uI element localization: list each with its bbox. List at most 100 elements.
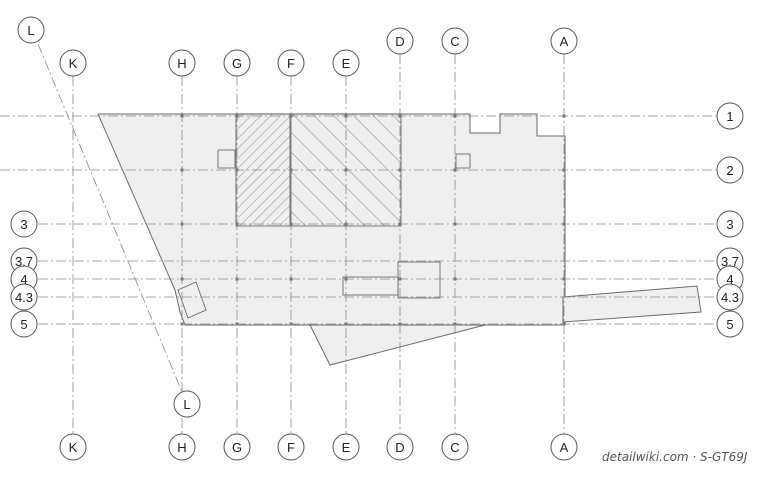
column-marker (398, 277, 402, 281)
column-marker (562, 277, 566, 281)
grid-bubble-A: A (550, 433, 578, 461)
column-marker (235, 222, 239, 226)
grid-bubble-circle (59, 49, 87, 77)
column-marker (235, 277, 239, 281)
grid-bubble-2: 2 (716, 156, 744, 184)
column-markers (180, 114, 566, 326)
column-marker (453, 277, 457, 281)
grid-bubble-circle (168, 433, 196, 461)
grid-bubble-circle (716, 283, 744, 311)
grid-bubble-label: G (232, 440, 242, 455)
grid-bubble-label: F (287, 56, 295, 71)
column-marker (180, 114, 184, 118)
grid-bubble-circle (10, 210, 38, 238)
grid-bubble-label: 5 (20, 317, 27, 332)
grid-bubble-L: L (173, 390, 201, 418)
grid-bubble-label: K (69, 440, 78, 455)
grid-bubble-label: 5 (726, 317, 733, 332)
credit-text: detailwiki.com · S-GT69J (602, 450, 748, 464)
grid-bubble-A: A (550, 27, 578, 55)
grid-bubble-label: H (177, 56, 186, 71)
grid-bubble-circle (10, 283, 38, 311)
grid-bubble-label: K (69, 56, 78, 71)
grid-bubble-circle (332, 49, 360, 77)
column-marker (289, 168, 293, 172)
grid-bubble-L: L (17, 16, 45, 44)
grid-bubble-label: 4 (726, 272, 733, 287)
grid-bubble-K: K (59, 433, 87, 461)
opening-g2 (217, 149, 236, 169)
grid-bubble-F: F (277, 49, 305, 77)
column-marker (180, 322, 184, 326)
grid-bubble-label: L (183, 397, 190, 412)
column-marker (398, 222, 402, 226)
column-marker (344, 277, 348, 281)
column-marker (562, 322, 566, 326)
column-marker (235, 114, 239, 118)
grid-bubble-label: 3 (726, 217, 733, 232)
column-marker (344, 168, 348, 172)
column-marker (562, 222, 566, 226)
column-marker (289, 222, 293, 226)
column-marker (235, 322, 239, 326)
column-marker (398, 114, 402, 118)
grid-bubble-C: C (441, 433, 469, 461)
grid-bubble-circle (550, 27, 578, 55)
grid-bubble-circle (277, 433, 305, 461)
grid-bubble-C: C (441, 27, 469, 55)
grid-bubble-circle (716, 102, 744, 130)
grid-bubble-label: E (342, 440, 351, 455)
grid-bubble-label: 3.7 (721, 254, 739, 269)
grid-bubble-label: L (27, 23, 34, 38)
column-marker (453, 114, 457, 118)
hatched-zone-fine (235, 113, 291, 227)
grid-bubble-H: H (168, 49, 196, 77)
grid-bubble-label: 3 (20, 217, 27, 232)
column-marker (453, 222, 457, 226)
core-wall (397, 261, 441, 299)
column-marker (344, 322, 348, 326)
grid-bubble-label: E (342, 56, 351, 71)
column-marker (562, 114, 566, 118)
grid-bubble-circle (386, 433, 414, 461)
grid-bubble-circle (441, 433, 469, 461)
grid-bubble-label: 1 (726, 109, 733, 124)
grid-bubble-label: 4.3 (15, 290, 33, 305)
grid-bubble-label: C (450, 440, 459, 455)
grid-bubble-D: D (386, 433, 414, 461)
grid-bubble-circle (441, 27, 469, 55)
grid-bubble-label: F (287, 440, 295, 455)
grid-bubble-label: H (177, 440, 186, 455)
grid-line-L (37, 43, 183, 393)
column-marker (180, 277, 184, 281)
grid-bubble-K: K (59, 49, 87, 77)
column-marker (235, 168, 239, 172)
east-cantilever-slab (562, 285, 702, 323)
grid-bubble-4-3: 4.3 (10, 283, 38, 311)
grid-bubble-4-3: 4.3 (716, 283, 744, 311)
grid-bubble-label: D (395, 34, 404, 49)
grid-bubble-circle (716, 310, 744, 338)
grid-bubble-1: 1 (716, 102, 744, 130)
column-marker (398, 322, 402, 326)
grid-bubble-label: 3.7 (15, 254, 33, 269)
column-marker (562, 168, 566, 172)
grid-bubble-label: D (395, 440, 404, 455)
grid-bubble-circle (223, 49, 251, 77)
grid-bubble-G: G (223, 433, 251, 461)
grid-bubble-5: 5 (716, 310, 744, 338)
column-marker (180, 168, 184, 172)
grid-bubble-label: G (232, 56, 242, 71)
column-marker (398, 168, 402, 172)
grid-bubble-F: F (277, 433, 305, 461)
column-marker (453, 322, 457, 326)
floor-slab (97, 113, 702, 366)
grid-bubble-label: A (560, 34, 569, 49)
grid-bubble-E: E (332, 433, 360, 461)
grid-bubble-circle (17, 16, 45, 44)
stair-block (177, 281, 207, 319)
grid-bubble-label: 2 (726, 163, 733, 178)
grid-bubble-E: E (332, 49, 360, 77)
